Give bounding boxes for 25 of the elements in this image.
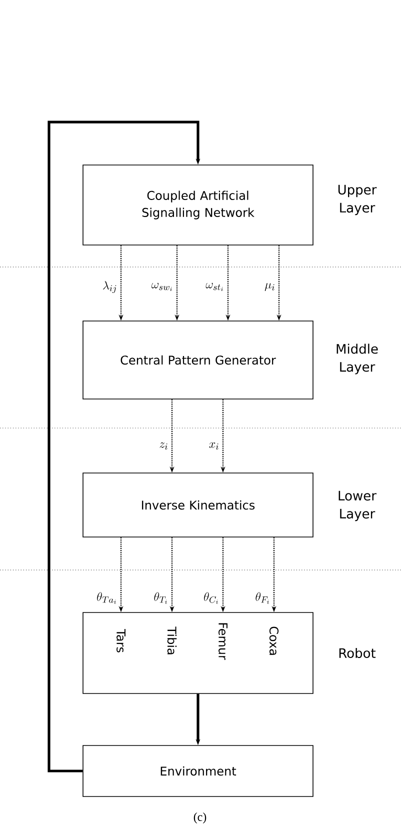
process-box: Inverse Kinematics [82,472,314,538]
edge-label: $\omega_{st_i}$ [206,282,223,292]
process-box: Environment [82,745,314,797]
edge-label: $\omega_{sw_i}$ [152,282,172,292]
edge-label: $\mu_i$ [264,283,274,291]
edge-label: $\theta_{T_i}$ [154,592,167,604]
process-box [82,612,314,694]
edge-label: $z_i$ [160,442,168,450]
part-label: Tars [116,629,126,652]
edge-label: $\theta_{F_i}$ [256,592,269,604]
part-label: Femur [218,623,228,660]
process-box: Central Pattern Generator [82,320,314,400]
edge-label: $\theta_{C_i}$ [204,592,218,604]
caption: (c) [194,812,206,824]
edge-label: $\lambda_{ij}$ [103,281,116,294]
part-label: Tibia [167,626,177,654]
layer-label: Lower Layer [338,490,376,522]
arrow [48,120,200,772]
part-label: Coxa [269,626,279,655]
layer-label: Middle Layer [336,344,378,374]
layer-label: Upper Layer [338,184,377,216]
edge-label: $\theta_{Ta_i}$ [97,592,116,604]
layer-label: Robot [339,648,376,658]
process-box: Coupled Artificial Signalling Network [82,164,314,246]
edge-label: $x_i$ [209,442,218,450]
